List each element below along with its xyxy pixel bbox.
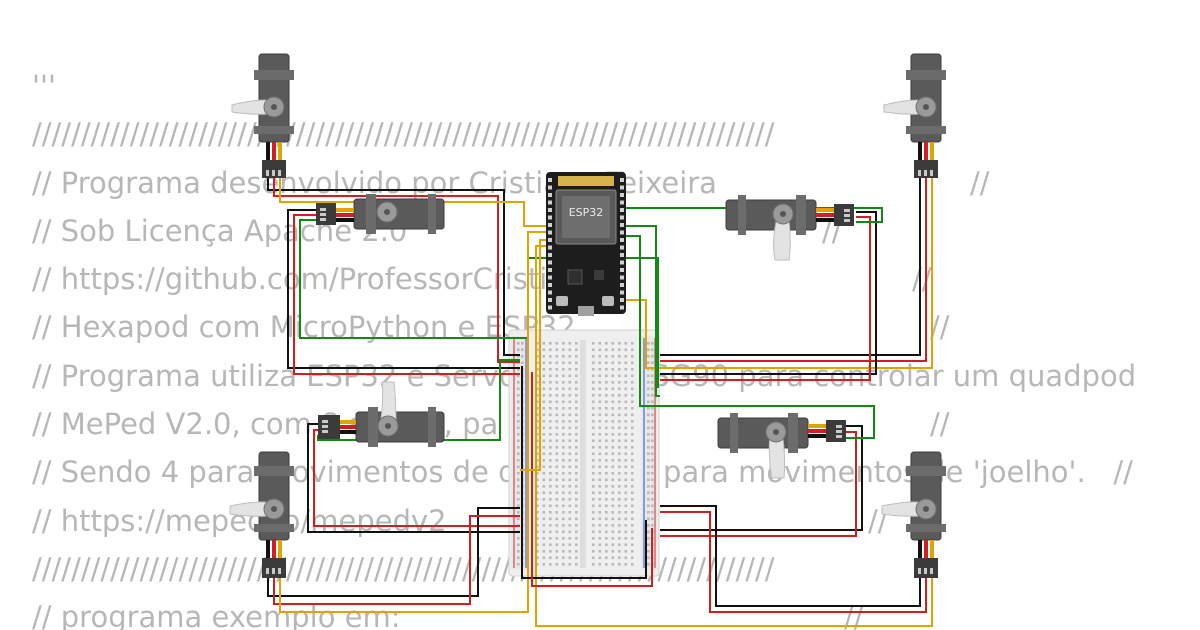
code-editor-text: '''/////////////////////////////////////… bbox=[32, 62, 1200, 630]
code-line: // programa exemplo em: // bbox=[32, 593, 1200, 630]
code-line: // https://github.com/ProfessorCristiano… bbox=[32, 255, 1200, 303]
servo-left-lower[interactable] bbox=[318, 381, 445, 447]
servo-bottom-left[interactable] bbox=[229, 451, 294, 578]
code-line-tail: // bbox=[930, 407, 950, 442]
code-line-tail: // bbox=[930, 310, 950, 345]
breadboard[interactable] bbox=[508, 329, 660, 577]
servo-bottom-right[interactable] bbox=[881, 451, 946, 578]
code-line-text: // Sob Licença Apache 2.0 bbox=[32, 213, 408, 248]
code-line-tail: // bbox=[970, 165, 990, 200]
code-line: // Programa desenvolvido por Cristiano T… bbox=[32, 159, 1200, 207]
servo-right-lower[interactable] bbox=[717, 413, 846, 479]
servo-left-upper[interactable] bbox=[316, 194, 445, 234]
code-line-text: // https://github.com/ProfessorCristiano bbox=[32, 262, 602, 297]
code-line: ''' bbox=[32, 62, 1200, 110]
code-line: ////////////////////////////////////////… bbox=[32, 110, 1200, 158]
code-line-tail: // bbox=[844, 600, 864, 630]
esp32-board[interactable]: ESP32 bbox=[546, 172, 626, 316]
servo-top-right[interactable] bbox=[883, 53, 946, 178]
code-line: // Programa utiliza ESP32 e Servo Motore… bbox=[32, 352, 1200, 400]
servo-top-left[interactable] bbox=[231, 53, 294, 178]
servo-right-upper[interactable] bbox=[725, 195, 854, 261]
code-line: // Sob Licença Apache 2.0// bbox=[32, 207, 1200, 255]
code-line-text: ''' bbox=[32, 69, 56, 103]
code-line-text: // Programa utiliza ESP32 e Servo Motore… bbox=[32, 358, 1137, 393]
code-line-text: ////////////////////////////////////////… bbox=[32, 117, 775, 152]
esp32-label: ESP32 bbox=[569, 206, 604, 219]
code-line-text: // programa exemplo em: bbox=[32, 600, 401, 630]
